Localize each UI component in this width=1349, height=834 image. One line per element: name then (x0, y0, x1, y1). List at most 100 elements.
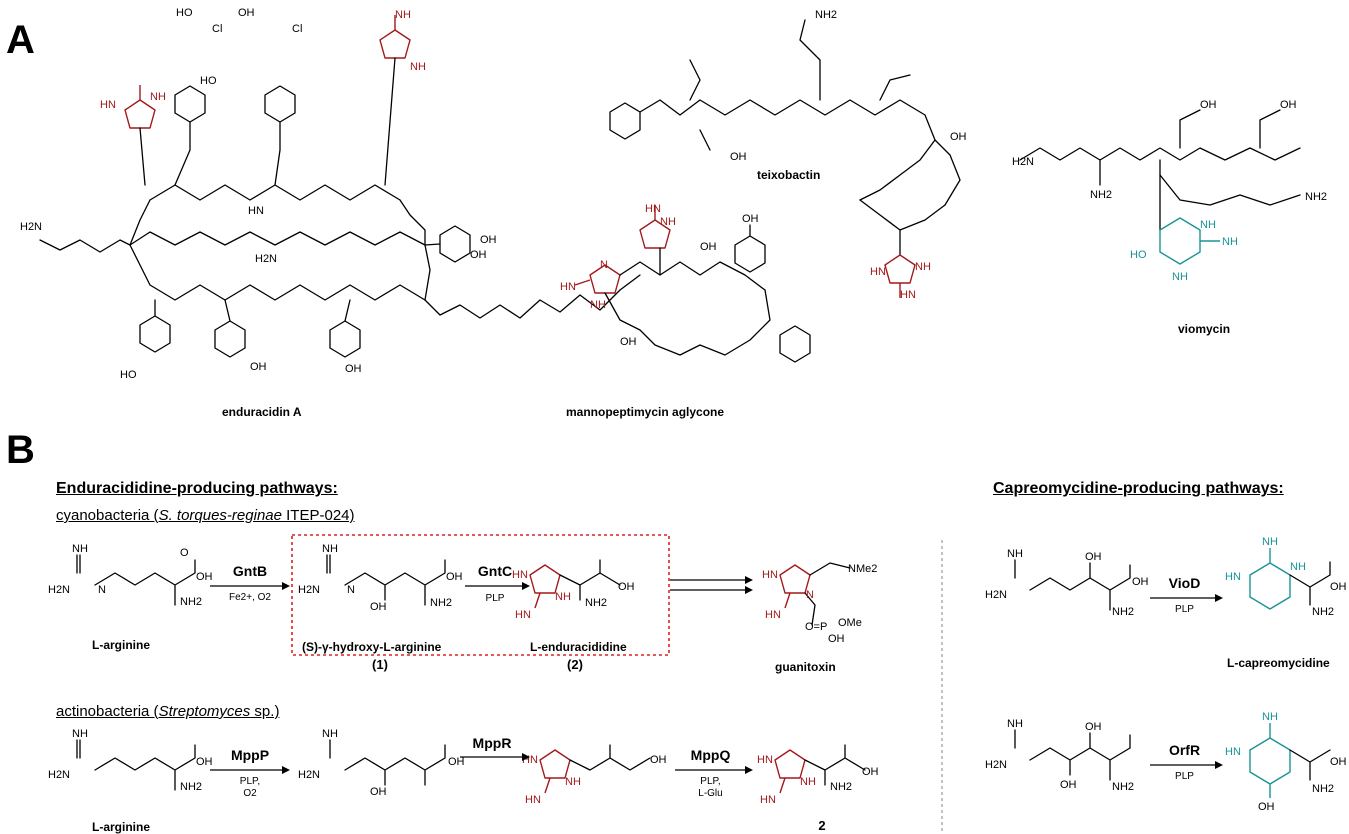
svg-text:HN: HN (1225, 571, 1241, 583)
svg-text:OH: OH (1330, 581, 1347, 593)
svg-text:HN: HN (525, 794, 541, 806)
enzyme-gntc: GntC (477, 563, 513, 579)
svg-text:OMe: OMe (838, 617, 862, 629)
svg-text:NH: NH (322, 728, 338, 740)
svg-text:HO: HO (1130, 249, 1147, 261)
condition-mppq-1: PLP, (700, 776, 721, 787)
svg-text:NH: NH (1262, 536, 1278, 548)
enzyme-viod: VioD (1168, 575, 1201, 591)
highlight-box (291, 534, 670, 656)
svg-text:OH: OH (370, 786, 387, 798)
svg-text:H2N: H2N (48, 769, 70, 781)
condition-mppp-1: PLP, (239, 776, 261, 787)
svg-text:OH: OH (742, 213, 759, 225)
svg-text:NH2: NH2 (815, 9, 837, 21)
svg-text:NH2: NH2 (1305, 191, 1327, 203)
label-l-enduracididine: L-enduracididine (530, 640, 627, 654)
svg-text:OH: OH (1280, 99, 1297, 111)
svg-text:NH: NH (590, 299, 606, 311)
svg-text:N: N (806, 589, 814, 601)
enzyme-mppr: MppR (472, 735, 512, 751)
svg-text:NH: NH (410, 61, 426, 73)
condition-orfr: PLP (1175, 771, 1194, 782)
enzyme-mppp: MppP (230, 747, 270, 763)
svg-text:OH: OH (618, 581, 635, 593)
svg-text:HN: HN (762, 569, 778, 581)
label-compound-2: (2) (567, 657, 583, 672)
label-teixobactin: teixobactin (757, 168, 821, 182)
svg-text:OH: OH (1200, 99, 1217, 111)
enduracidin-structure: HN NH NH NH HO OH Cl Cl HO H2N HN H2N OH… (20, 7, 641, 381)
svg-text:NH2: NH2 (1112, 781, 1134, 793)
svg-text:HN: HN (560, 281, 576, 293)
mannopeptimycin-structure: HN NH HN N NH OH OH OH (560, 203, 811, 363)
svg-text:NH: NH (1290, 561, 1306, 573)
svg-text:NH: NH (555, 591, 571, 603)
svg-text:NH2: NH2 (430, 597, 452, 609)
panel-label-b: B (6, 428, 35, 472)
viomycin-structure: HO NH NH NH H2N NH2 OH OH NH2 (1012, 99, 1327, 283)
label-hydroxy-arginine: (S)-γ-hydroxy-L-arginine (302, 640, 442, 654)
svg-text:NH2: NH2 (1112, 606, 1134, 618)
enzyme-orfr: OrfR (1168, 742, 1201, 758)
svg-text:HO: HO (176, 7, 193, 19)
svg-text:H2N: H2N (48, 584, 70, 596)
condition-gntb: Fe2+, O2 (229, 592, 271, 603)
label-mannopeptimycin: mannopeptimycin aglycone (566, 405, 725, 419)
svg-text:NH2: NH2 (1312, 606, 1334, 618)
label-enduracidin: enduracidin A (222, 405, 302, 419)
svg-text:OH: OH (196, 571, 213, 583)
svg-text:H2N: H2N (985, 589, 1007, 601)
svg-text:OH: OH (1330, 756, 1347, 768)
svg-text:HN: HN (100, 99, 116, 111)
svg-text:OH: OH (470, 249, 487, 261)
svg-text:NMe2: NMe2 (848, 563, 877, 575)
svg-text:HN: HN (760, 794, 776, 806)
svg-text:HN: HN (765, 609, 781, 621)
svg-text:H2N: H2N (298, 769, 320, 781)
label-compound-1: (1) (372, 657, 388, 672)
svg-text:Cl: Cl (212, 23, 222, 35)
svg-text:NH: NH (1200, 219, 1216, 231)
svg-text:N: N (600, 259, 608, 271)
svg-text:NH: NH (915, 261, 931, 273)
svg-text:OH: OH (1085, 721, 1102, 733)
enzyme-mppq: MppQ (690, 747, 731, 763)
svg-text:NH2: NH2 (1090, 189, 1112, 201)
svg-text:OH: OH (950, 131, 967, 143)
svg-text:N: N (98, 584, 106, 596)
svg-text:HO: HO (200, 75, 217, 87)
label-l-capreomycidine: L-capreomycidine (1227, 656, 1330, 670)
enzyme-gntb: GntB (232, 563, 268, 579)
svg-text:OH: OH (448, 756, 465, 768)
capreomycidine-structure: NH HN NH NH2 OH (1225, 536, 1347, 618)
svg-text:HN: HN (900, 289, 916, 301)
svg-text:HN: HN (645, 203, 661, 215)
svg-text:NH: NH (1007, 718, 1023, 730)
svg-text:HN: HN (870, 266, 886, 278)
label-guanitoxin: guanitoxin (775, 660, 836, 674)
svg-text:OH: OH (700, 241, 717, 253)
svg-text:NH: NH (1172, 271, 1188, 283)
label-product-2: 2 (818, 818, 826, 833)
condition-mppp-2: O2 (243, 788, 257, 799)
svg-text:NH: NH (800, 776, 816, 788)
svg-text:NH: NH (565, 776, 581, 788)
svg-text:NH: NH (1262, 711, 1278, 723)
subheading-actinobacteria: actinobacteria (Streptomyces sp.) (56, 703, 280, 720)
svg-text:O: O (180, 547, 189, 559)
svg-text:OH: OH (370, 601, 387, 613)
svg-text:OH: OH (650, 754, 667, 766)
svg-text:OH: OH (828, 633, 845, 645)
